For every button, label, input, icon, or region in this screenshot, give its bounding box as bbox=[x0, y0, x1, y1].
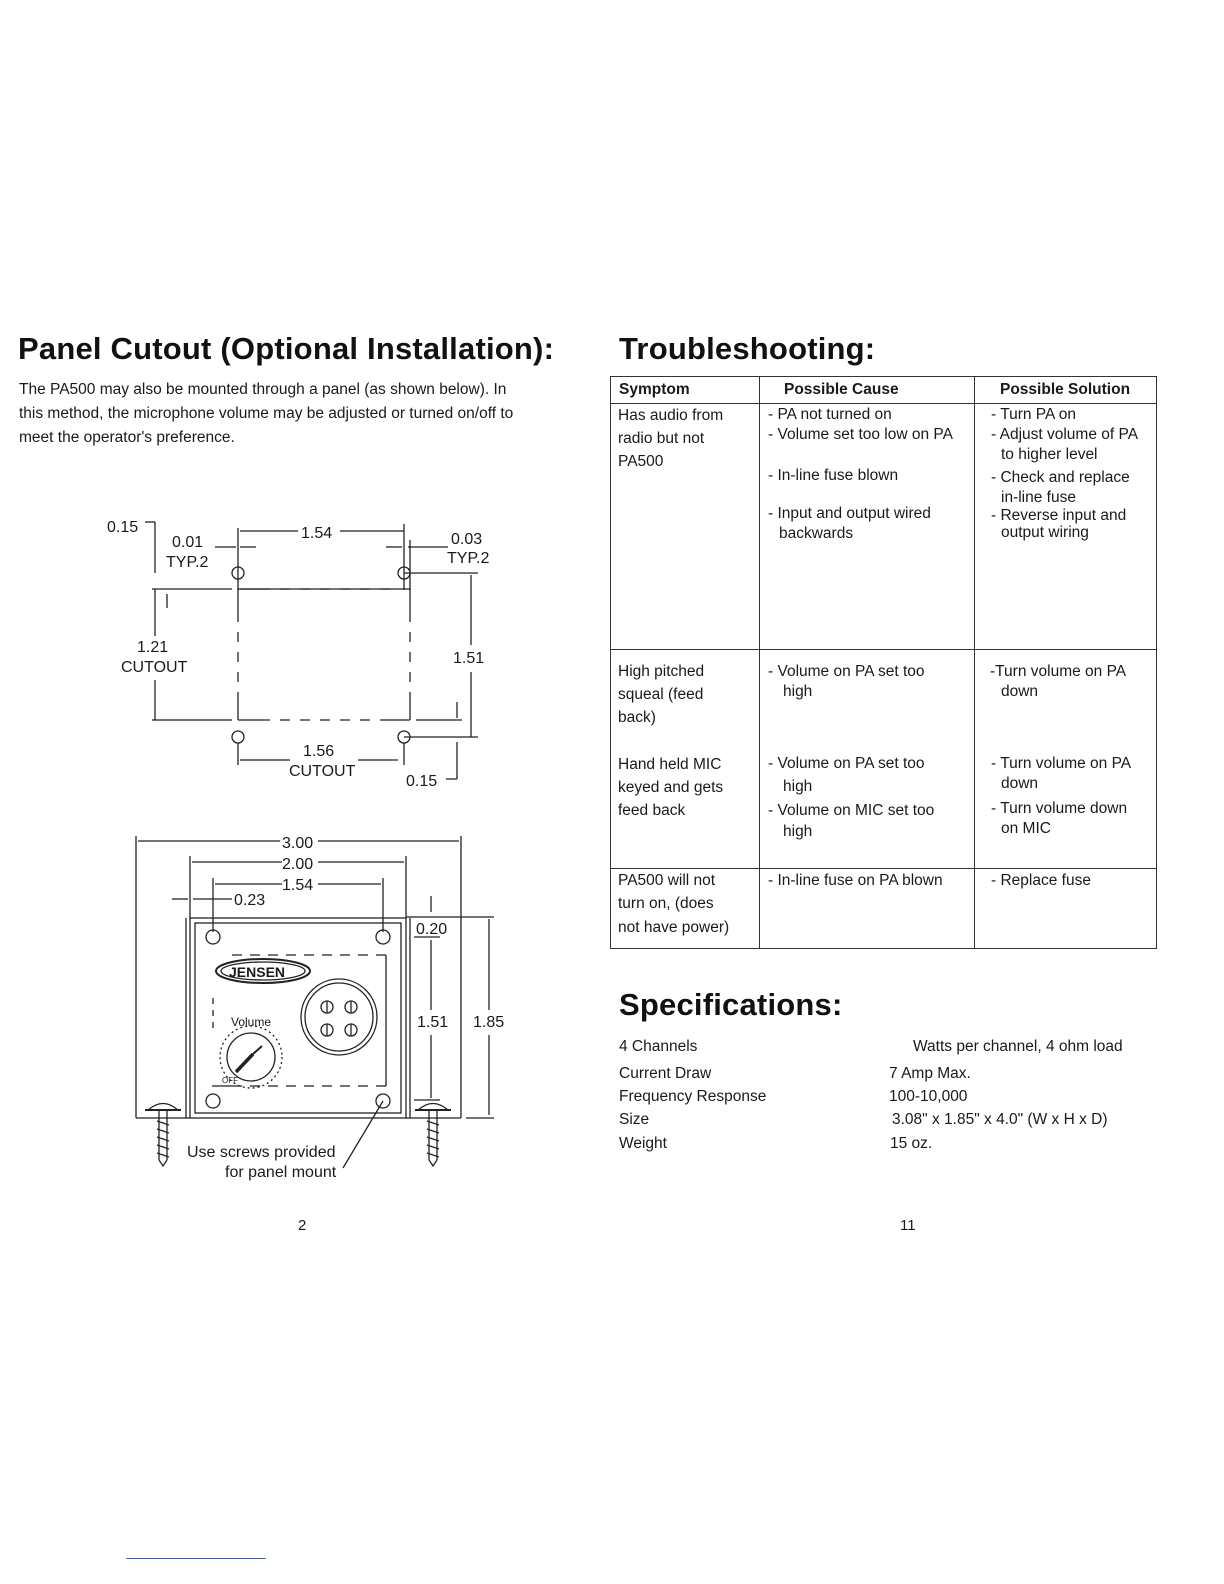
table-row: High pitched squeal (feed back) Hand hel… bbox=[610, 649, 1157, 869]
panel-cutout-title: Panel Cutout (Optional Installation): bbox=[18, 331, 555, 366]
spec-label: Size bbox=[619, 1111, 650, 1128]
dim-label: 1.51 bbox=[417, 1014, 448, 1031]
troubleshooting-table: Symptom Possible Cause Possible Solution… bbox=[610, 376, 1157, 949]
table-row: Has audio from radio but not PA500 - PA … bbox=[610, 403, 1157, 650]
volume-label: Volume bbox=[231, 1015, 271, 1029]
dim-label: 0.03 bbox=[451, 531, 482, 548]
intro-line: this method, the microphone volume may b… bbox=[19, 405, 514, 422]
dim-label: 1.54 bbox=[282, 877, 313, 894]
panel-hole bbox=[205, 1093, 221, 1109]
dim-label: CUTOUT bbox=[289, 763, 356, 780]
symptom-cell: PA500 will not turn on, (does not have p… bbox=[610, 868, 760, 949]
spec-value: 100-10,000 bbox=[889, 1088, 968, 1105]
spec-label: Weight bbox=[619, 1135, 667, 1152]
dim-label: 1.85 bbox=[473, 1014, 504, 1031]
dim-label: 0.15 bbox=[406, 773, 437, 790]
bottom-rule bbox=[126, 1558, 266, 1559]
symptom-cell: Has audio from radio but not PA500 bbox=[610, 403, 760, 650]
solution-cell: -Turn volume on PA down - Turn volume on… bbox=[974, 649, 1157, 869]
dim-label: 0.23 bbox=[234, 892, 265, 909]
cause-cell: - In-line fuse on PA blown bbox=[759, 868, 975, 949]
dim-label: 1.51 bbox=[453, 650, 484, 667]
cutout-dimension-diagram: 0.15 0.01 TYP.2 1.54 0.03 TYP.2 1.21 CUT… bbox=[107, 519, 490, 790]
panel-hole bbox=[375, 1093, 391, 1109]
troubleshooting-title: Troubleshooting: bbox=[619, 331, 876, 366]
dim-label: 2.00 bbox=[282, 856, 313, 873]
dim-label: 0.15 bbox=[107, 519, 138, 536]
dim-label: 1.21 bbox=[137, 639, 168, 656]
table-header-row: Symptom Possible Cause Possible Solution bbox=[610, 376, 1157, 404]
dim-label: 1.54 bbox=[301, 525, 332, 542]
spec-value: 15 oz. bbox=[890, 1135, 933, 1152]
dim-label: TYP.2 bbox=[166, 554, 209, 571]
screw-note: Use screws provided bbox=[187, 1144, 336, 1161]
intro-line: meet the operator's preference. bbox=[19, 429, 235, 446]
cause-cell: - PA not turned on - Volume set too low … bbox=[759, 403, 975, 650]
panel-hole bbox=[375, 929, 391, 945]
dim-label: 3.00 bbox=[282, 835, 313, 852]
dim-label: 1.56 bbox=[303, 743, 334, 760]
header-symptom: Symptom bbox=[610, 376, 760, 404]
front-panel-diagram: 3.00 2.00 1.54 0.23 0.20 1.51 1.85 JENSE… bbox=[135, 835, 504, 1181]
jensen-logo: JENSEN bbox=[229, 964, 285, 980]
mount-hole bbox=[231, 730, 245, 744]
dim-label: 0.01 bbox=[172, 534, 203, 551]
cause-cell: - Volume on PA set too high - Volume on … bbox=[759, 649, 975, 869]
intro-paragraph: The PA500 may also be mounted through a … bbox=[19, 378, 579, 450]
specifications-title: Specifications: bbox=[619, 987, 843, 1022]
spec-label: 4 Channels bbox=[619, 1038, 698, 1055]
dim-label: 0.20 bbox=[416, 921, 447, 938]
intro-line: The PA500 may also be mounted through a … bbox=[19, 381, 507, 398]
page-number-right: 11 bbox=[900, 1217, 916, 1234]
off-label: OFF bbox=[222, 1076, 238, 1085]
dim-label: CUTOUT bbox=[121, 659, 188, 676]
symptom-cell: High pitched squeal (feed back) Hand hel… bbox=[610, 649, 760, 869]
screw-note: for panel mount bbox=[225, 1164, 337, 1181]
spec-label: Frequency Response bbox=[619, 1088, 767, 1105]
dim-label: TYP.2 bbox=[447, 550, 490, 567]
solution-cell: - Replace fuse bbox=[974, 868, 1157, 949]
spec-value: 3.08" x 1.85" x 4.0" (W x H x D) bbox=[892, 1111, 1108, 1128]
header-cause: Possible Cause bbox=[759, 376, 975, 404]
table-row: PA500 will not turn on, (does not have p… bbox=[610, 868, 1157, 949]
spec-label: Current Draw bbox=[619, 1065, 712, 1082]
page-number-left: 2 bbox=[298, 1217, 307, 1234]
panel-hole bbox=[205, 929, 221, 945]
spec-value: 7 Amp Max. bbox=[889, 1065, 971, 1082]
header-solution: Possible Solution bbox=[974, 376, 1157, 404]
solution-cell: - Turn PA on - Adjust volume of PA to hi… bbox=[974, 403, 1157, 650]
spec-value: Watts per channel, 4 ohm load bbox=[913, 1038, 1123, 1055]
